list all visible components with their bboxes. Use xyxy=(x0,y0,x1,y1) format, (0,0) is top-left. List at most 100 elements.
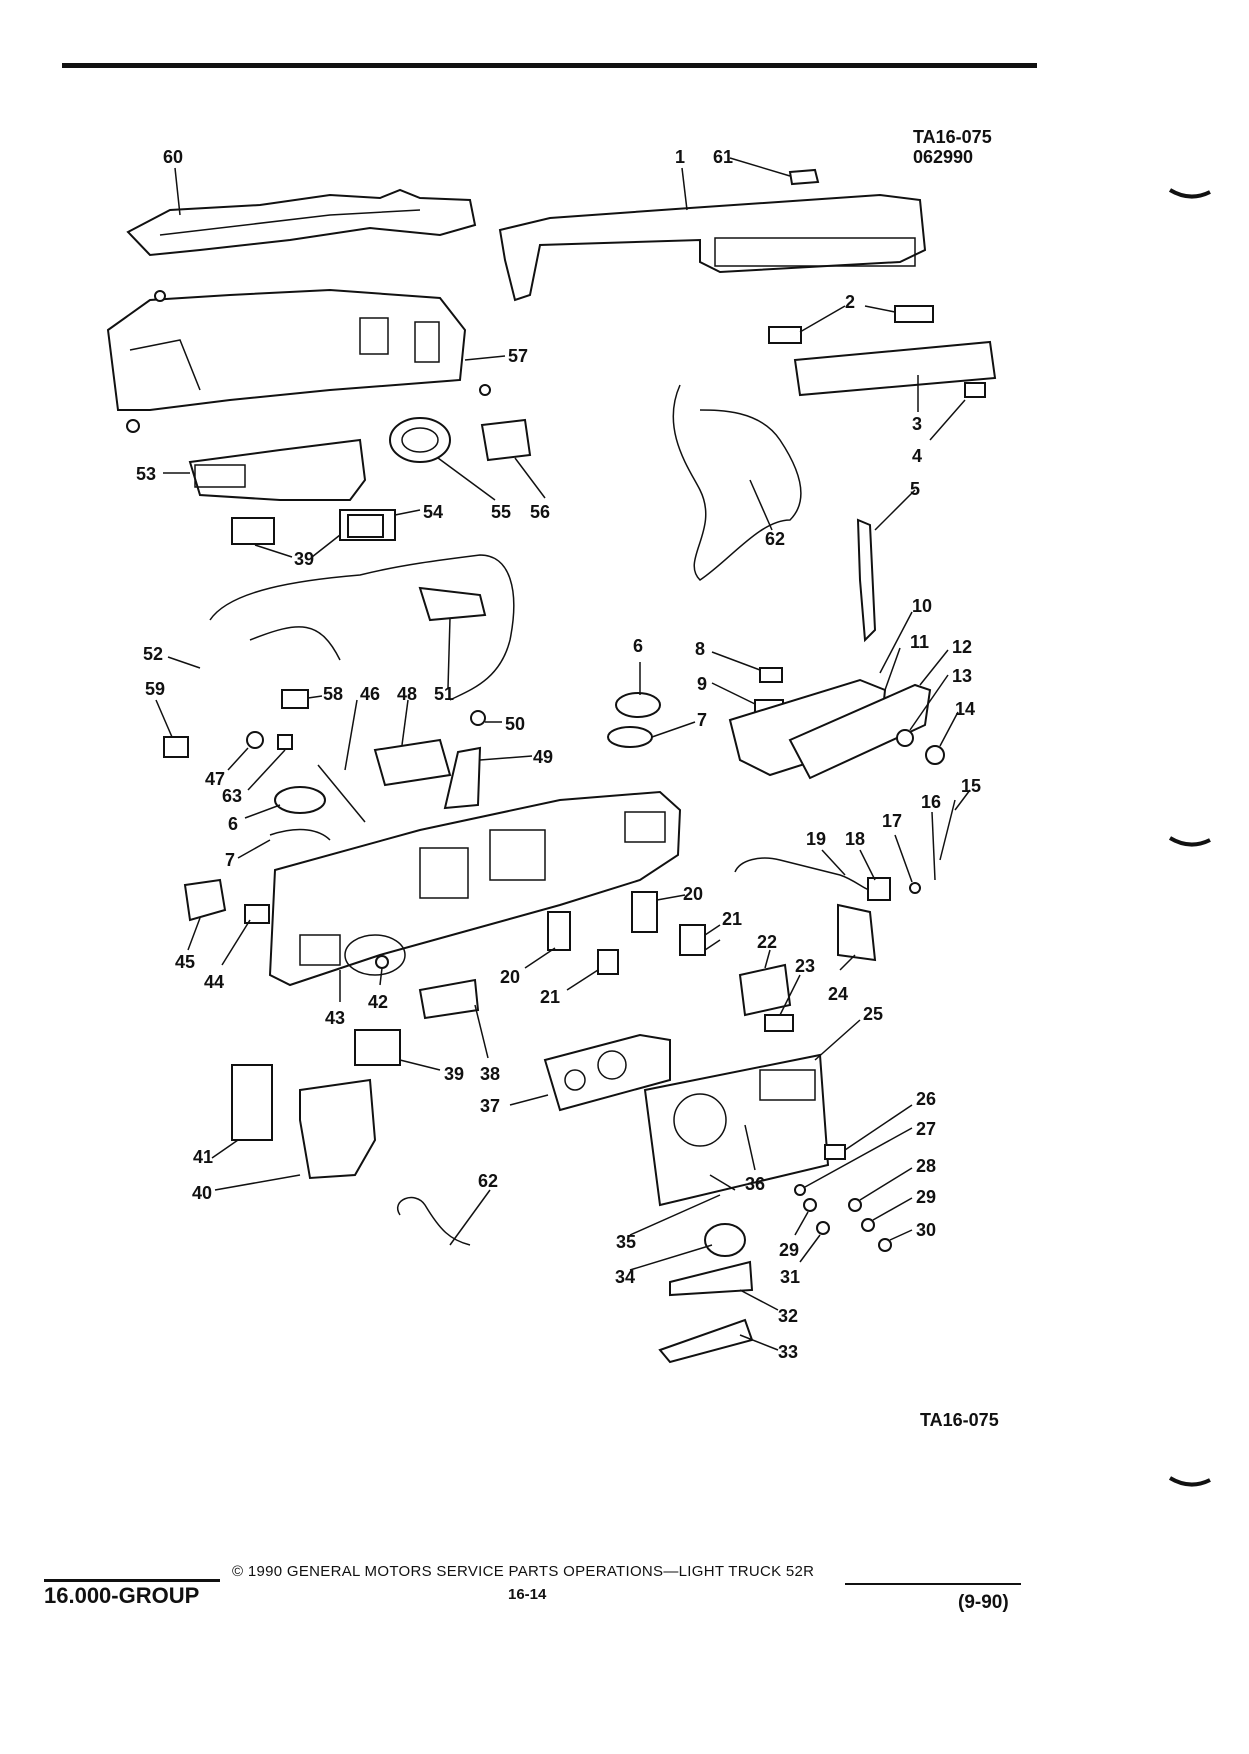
callout-61: 61 xyxy=(713,147,733,167)
part-34-ring xyxy=(629,1223,746,1271)
part-59-switch xyxy=(155,699,189,758)
part-50-bulb xyxy=(470,710,502,726)
part-45-outlet xyxy=(183,878,227,951)
callout-29-right: 29 xyxy=(916,1187,936,1207)
part-31-knob xyxy=(799,1221,830,1263)
callout-7-left: 7 xyxy=(225,850,235,870)
part-43-instrument-panel-carrier xyxy=(268,790,682,1002)
part-5-support-brace xyxy=(856,489,916,643)
callout-44: 44 xyxy=(204,972,224,992)
callout-42: 42 xyxy=(368,992,388,1012)
callout-22: 22 xyxy=(757,932,777,952)
callout-62-upper: 62 xyxy=(765,529,785,549)
binder-mark-top xyxy=(1168,188,1211,199)
callout-1: 1 xyxy=(675,147,685,167)
part-2-air-outlets xyxy=(768,305,934,344)
callout-28: 28 xyxy=(916,1156,936,1176)
callout-48: 48 xyxy=(397,684,417,704)
callout-13: 13 xyxy=(952,666,972,686)
part-26-switch xyxy=(824,1104,913,1160)
callout-53: 53 xyxy=(136,464,156,484)
part-37-instrument-cluster xyxy=(509,1033,671,1112)
callout-8: 8 xyxy=(695,639,705,659)
part-18-switch xyxy=(859,849,891,901)
figure-reference-code: TA16-075 xyxy=(913,127,992,147)
part-10-stop xyxy=(879,611,913,674)
callout-56: 56 xyxy=(530,502,550,522)
callout-3: 3 xyxy=(912,414,922,434)
part-15-lamp xyxy=(939,789,971,861)
part-27-knob xyxy=(794,1127,913,1196)
part-6-speaker-right xyxy=(615,662,661,718)
part-63-knob xyxy=(247,734,293,791)
callout-21-right: 21 xyxy=(722,909,742,929)
part-25-cluster-bezel xyxy=(643,1019,861,1207)
callout-7-right: 7 xyxy=(697,710,707,730)
callout-43: 43 xyxy=(325,1008,345,1028)
callout-17: 17 xyxy=(882,811,902,831)
part-17-bulb xyxy=(894,834,921,894)
callout-18: 18 xyxy=(845,829,865,849)
part-21-knob-left xyxy=(566,949,619,991)
part-57-side-panel xyxy=(106,288,506,433)
callout-58: 58 xyxy=(323,684,343,704)
part-20-switch-left xyxy=(524,911,571,969)
callout-52: 52 xyxy=(143,644,163,664)
part-39-gasket-lower xyxy=(354,1029,441,1071)
part-58-connector xyxy=(281,689,323,709)
part-42-grommet xyxy=(375,955,389,986)
group-label: 16.000-GROUP xyxy=(44,1583,200,1608)
callout-16: 16 xyxy=(921,792,941,812)
callout-21-left: 21 xyxy=(540,987,560,1007)
callout-5: 5 xyxy=(910,479,920,499)
part-38-control xyxy=(418,978,489,1059)
callout-19: 19 xyxy=(806,829,826,849)
part-36-screw xyxy=(744,1124,756,1171)
part-33-cover xyxy=(658,1318,779,1364)
callout-39-upper: 39 xyxy=(294,549,314,569)
callout-2: 2 xyxy=(845,292,855,312)
part-29-knob-right xyxy=(861,1197,913,1232)
callout-24: 24 xyxy=(828,984,848,1004)
callout-27: 27 xyxy=(916,1119,936,1139)
revision-date: (9-90) xyxy=(958,1592,1009,1613)
part-62-wiring-harness-lower xyxy=(397,1189,491,1246)
callout-37: 37 xyxy=(480,1096,500,1116)
part-1-upper-pad xyxy=(498,167,927,302)
part-3-outlet-trim xyxy=(793,340,997,412)
part-41-gasket xyxy=(211,1064,273,1159)
callout-46: 46 xyxy=(360,684,380,704)
callout-31: 31 xyxy=(780,1267,800,1287)
part-14-knob xyxy=(925,711,959,765)
part-53-defroster-duct xyxy=(163,438,367,501)
part-20-switch-right xyxy=(631,891,686,933)
callout-50: 50 xyxy=(505,714,525,734)
figure-reference-top: TA16-075 062990 xyxy=(913,127,992,167)
part-55-duct-hose xyxy=(389,417,496,501)
part-32-cover xyxy=(669,1260,779,1311)
callout-39-lower: 39 xyxy=(444,1064,464,1084)
callout-41: 41 xyxy=(193,1147,213,1167)
part-16-socket xyxy=(931,811,936,881)
callout-49: 49 xyxy=(533,747,553,767)
callout-23: 23 xyxy=(795,956,815,976)
callout-54: 54 xyxy=(423,502,443,522)
callout-51: 51 xyxy=(434,684,454,704)
callout-55: 55 xyxy=(491,502,511,522)
callout-20-left: 20 xyxy=(500,967,520,987)
part-52-wiring-harness xyxy=(167,554,515,701)
part-6-speaker-left xyxy=(244,786,326,819)
part-61-fastener xyxy=(729,157,820,186)
part-8-lock xyxy=(711,651,783,683)
callout-57: 57 xyxy=(508,346,528,366)
part-7-speaker-harness-left xyxy=(237,828,331,859)
callout-6-right: 6 xyxy=(633,636,643,656)
callout-10: 10 xyxy=(912,596,932,616)
callout-14: 14 xyxy=(955,699,975,719)
part-49-bracket xyxy=(443,746,533,810)
callout-35: 35 xyxy=(616,1232,636,1252)
callout-38: 38 xyxy=(480,1064,500,1084)
part-44-clip xyxy=(221,904,270,966)
part-28-knob xyxy=(848,1167,913,1212)
part-40-duct xyxy=(214,1078,377,1191)
